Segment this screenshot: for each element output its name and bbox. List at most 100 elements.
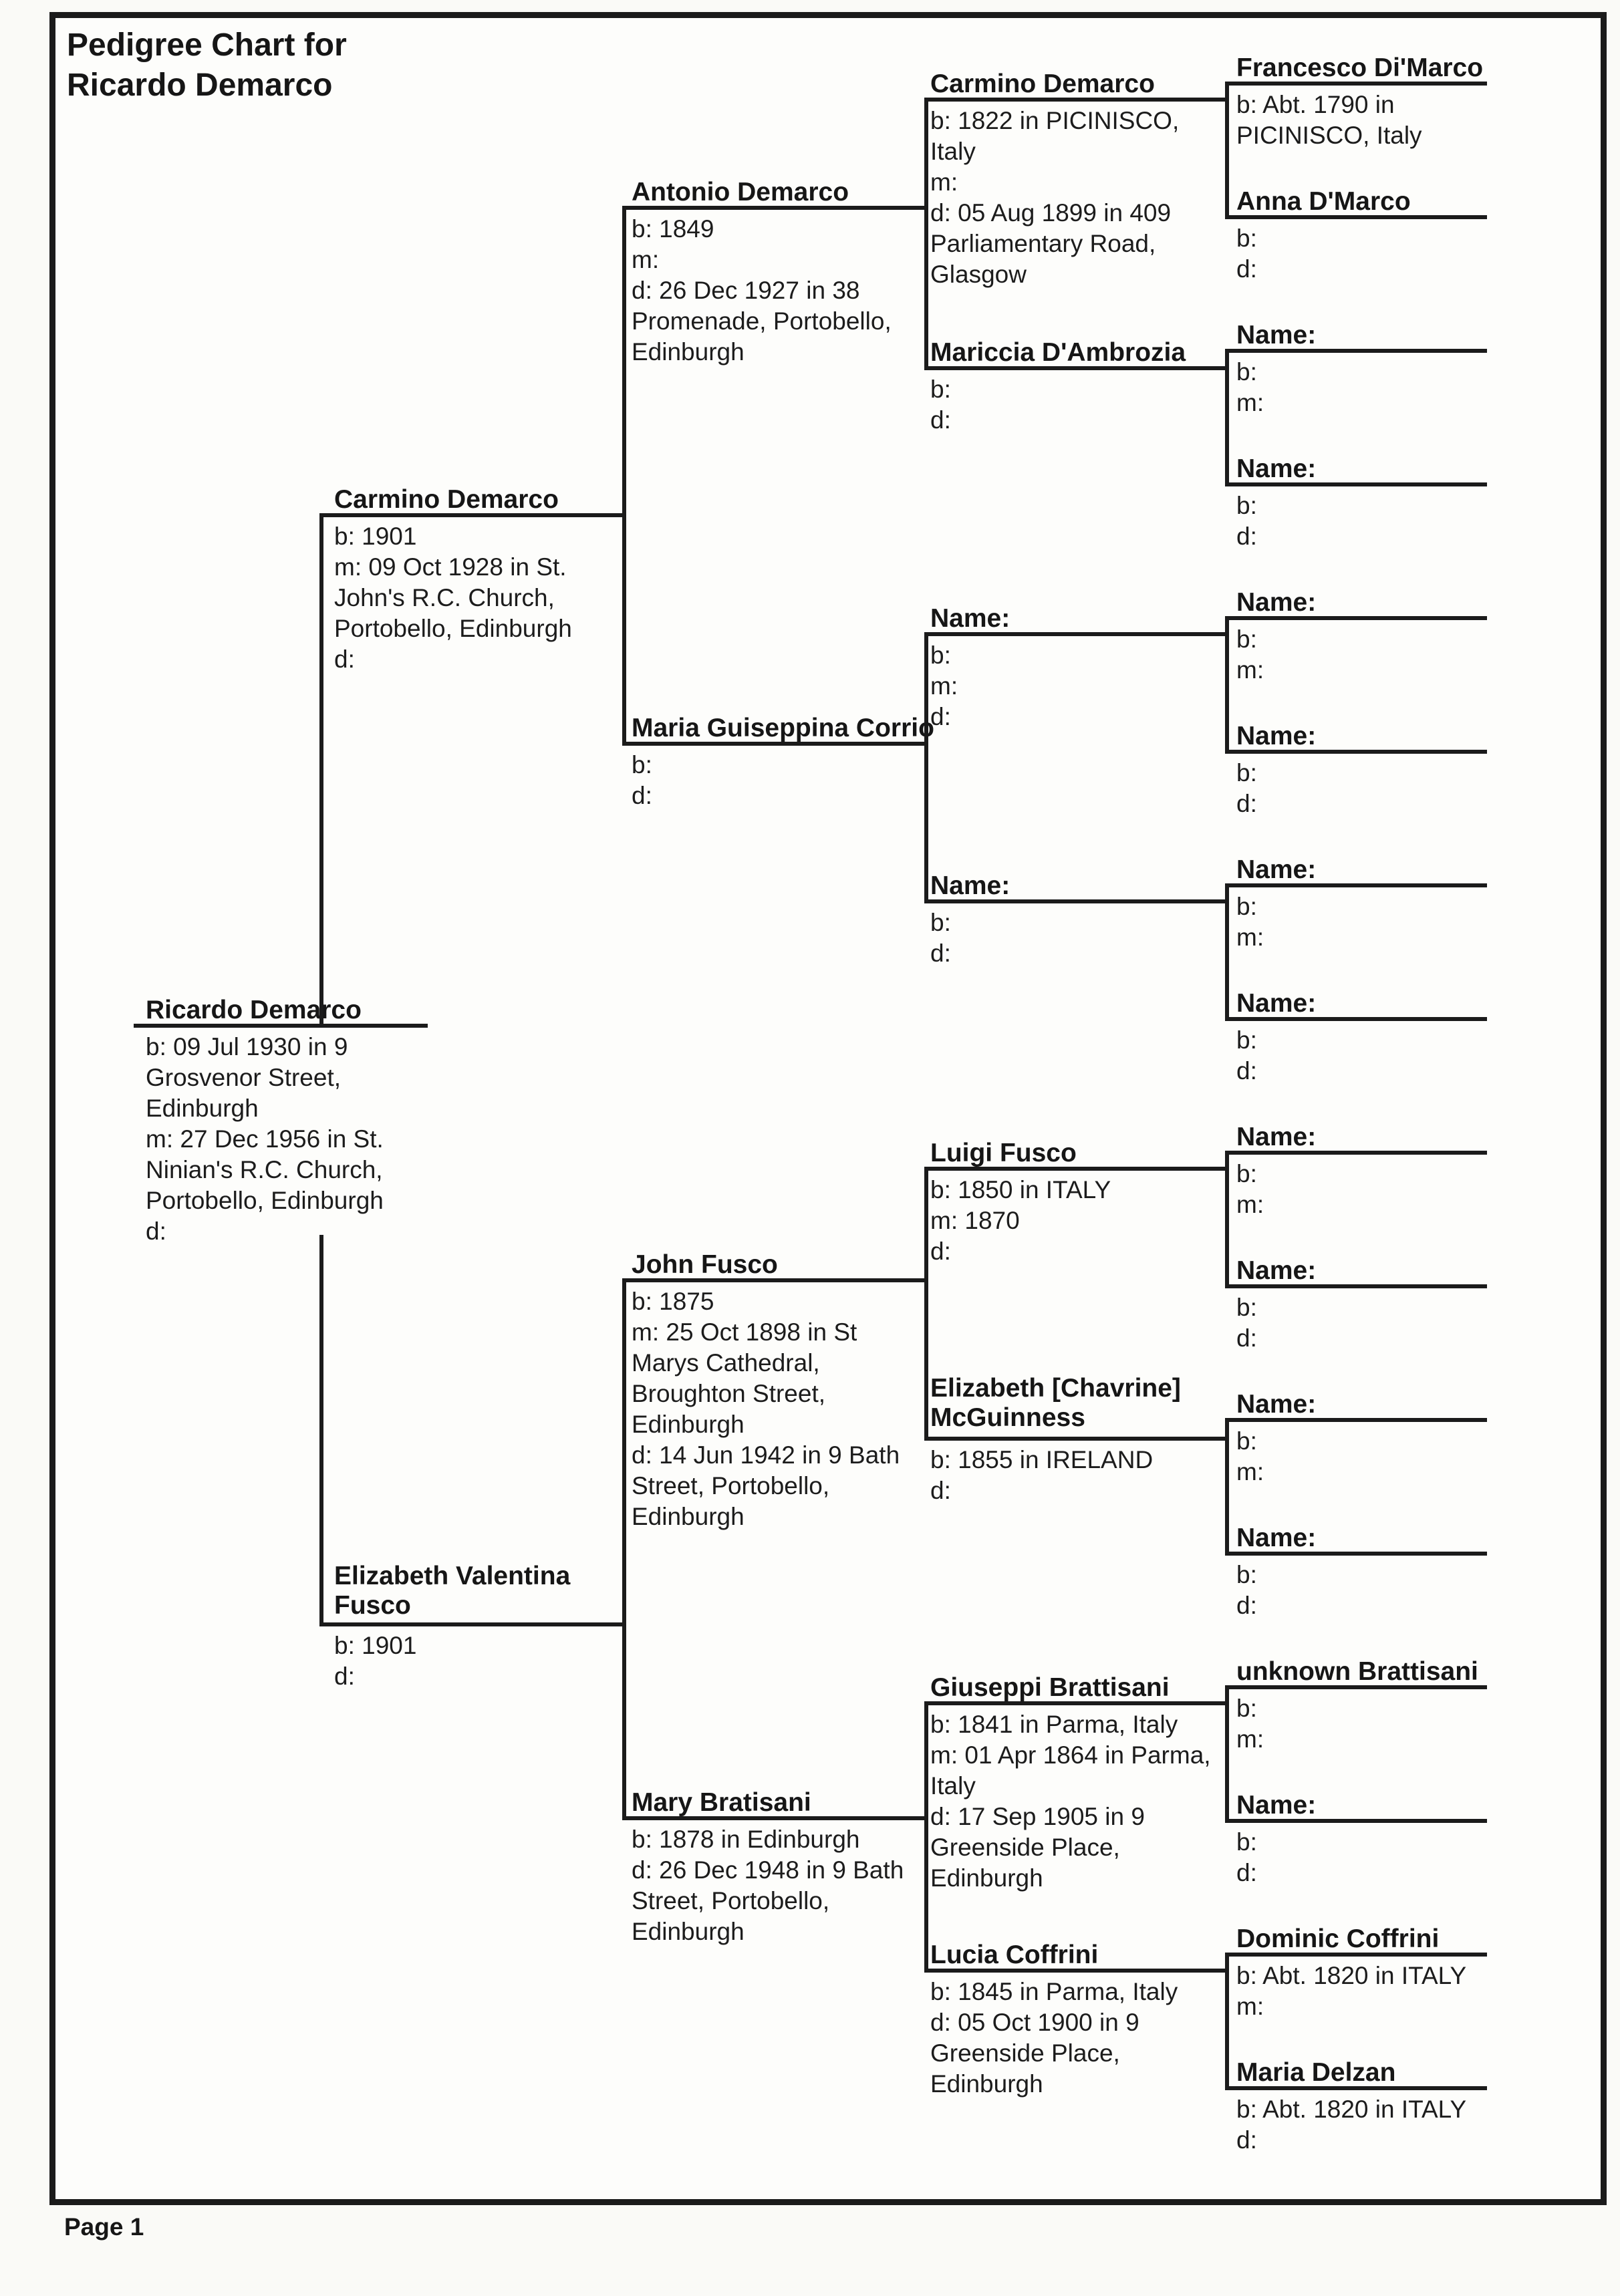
person-details-unknown-slot-7: b: m: (1236, 891, 1264, 953)
person-detail-line: d: (334, 1663, 355, 1690)
person-detail-line: b: 1901 (334, 1632, 417, 1659)
connector-line (924, 1701, 928, 1969)
connector-line (1225, 1151, 1229, 1284)
person-detail-line: m: (1236, 923, 1264, 951)
person-name-line: Mary Bratisani (632, 1788, 811, 1817)
page-border (49, 12, 1607, 2205)
person-name-unknown-slot-4: Name: (1236, 454, 1316, 484)
person-name-unknown-slot-11: Name: (1236, 1390, 1316, 1419)
person-detail-line: Promenade, Portobello, (632, 307, 892, 335)
person-detail-line: d: (1236, 1324, 1257, 1352)
person-name-line: Lucia Coffrini (930, 1941, 1099, 1969)
person-detail-line: b: (1236, 1427, 1257, 1455)
person-detail-line: b: 1850 in ITALY (930, 1176, 1111, 1203)
person-name-line: Name: (1236, 855, 1317, 884)
person-name-unknown-slot-14: Name: (1236, 1791, 1316, 1820)
name-underline-maria-guiseppina-corrio (622, 742, 928, 746)
connector-line (1225, 1685, 1229, 1819)
person-name-corrio-father-unknown: Name: (930, 604, 1010, 633)
person-details-unknown-slot-4: b:d: (1236, 490, 1257, 552)
person-detail-line: m: 25 Oct 1898 in St (632, 1318, 857, 1346)
name-underline-anna-dmarco (1225, 215, 1487, 219)
person-detail-line: Street, Portobello, (632, 1887, 830, 1914)
name-underline-unknown-slot-6 (1225, 750, 1487, 754)
connector-line (1225, 1953, 1229, 2086)
person-name-unknown-slot-7: Name: (1236, 855, 1316, 885)
person-detail-line: d: (1236, 790, 1257, 817)
connector-line (924, 98, 928, 366)
person-detail-line: m: (1236, 1993, 1264, 2020)
person-detail-line: Italy (930, 1772, 976, 1800)
person-name-unknown-slot-3: Name: (1236, 321, 1316, 350)
connector-line (319, 513, 323, 1024)
person-name-line: Giuseppi Brattisani (930, 1673, 1170, 1702)
name-underline-elizabeth-valentina-fusco (319, 1622, 626, 1626)
person-detail-line: b: (930, 909, 951, 936)
person-detail-line: b: (1236, 1294, 1257, 1321)
person-name-unknown-slot-8: Name: (1236, 989, 1316, 1018)
person-details-corrio-father-unknown: b:m:d: (930, 640, 958, 732)
person-detail-line: d: 14 Jun 1942 in 9 Bath (632, 1441, 900, 1469)
name-underline-mary-bratisani (622, 1816, 928, 1820)
person-name-giuseppi-brattisani: Giuseppi Brattisani (930, 1673, 1170, 1703)
person-detail-line: m: 1870 (930, 1207, 1020, 1234)
person-detail-line: d: 26 Dec 1948 in 9 Bath (632, 1856, 904, 1884)
person-name-unknown-slot-9: Name: (1236, 1123, 1316, 1152)
person-detail-line: b: (1236, 625, 1257, 653)
person-name-line: Francesco Di'Marco (1236, 53, 1484, 82)
person-name-maria-guiseppina-corrio: Maria Guiseppina Corrio (632, 714, 934, 743)
person-name-ricardo-demarco: Ricardo Demarco (146, 996, 362, 1025)
person-name-line: Maria Guiseppina Corrio (632, 714, 934, 742)
person-detail-line: b: Abt. 1790 in (1236, 91, 1395, 118)
connector-line (1225, 82, 1229, 215)
person-detail-line: b: (1236, 1160, 1257, 1187)
person-name-line: Antonio Demarco (632, 178, 849, 206)
person-name-unknown-slot-10: Name: (1236, 1256, 1316, 1286)
person-detail-line: Edinburgh (632, 338, 745, 366)
person-name-francesco-dimarco: Francesco Di'Marco (1236, 53, 1483, 83)
person-name-mary-bratisani: Mary Bratisani (632, 1788, 811, 1818)
person-detail-line: d: (930, 703, 951, 730)
person-detail-line: b: (1236, 893, 1257, 920)
chart-title: Pedigree Chart for Ricardo Demarco (67, 25, 347, 106)
person-detail-line: Greenside Place, (930, 2039, 1120, 2067)
person-details-unknown-slot-5: b:m: (1236, 624, 1264, 686)
person-name-line: Name: (930, 604, 1010, 633)
connector-line (622, 206, 626, 742)
person-detail-line: Edinburgh (632, 1918, 745, 1945)
person-detail-line: Glasgow (930, 261, 1027, 288)
connector-line (1225, 1418, 1229, 1552)
person-name-unknown-slot-6: Name: (1236, 722, 1316, 751)
page-number: Page 1 (64, 2213, 144, 2241)
connector-line (1225, 349, 1229, 482)
person-name-unknown-brattisani: unknown Brattisani (1236, 1657, 1478, 1687)
person-detail-line: Edinburgh (632, 1503, 745, 1530)
name-underline-unknown-slot-3 (1225, 349, 1487, 353)
name-underline-unknown-slot-12 (1225, 1552, 1487, 1556)
person-detail-line: d: (632, 782, 652, 809)
person-name-anna-dmarco: Anna D'Marco (1236, 187, 1411, 217)
person-details-mariccia-dambrozia: b:d: (930, 374, 951, 436)
person-details-unknown-slot-14: b:d: (1236, 1827, 1257, 1888)
name-underline-francesco-dimarco (1225, 82, 1487, 86)
person-detail-line: b: 09 Jul 1930 in 9 (146, 1033, 348, 1060)
chart-title-line-1: Pedigree Chart for (67, 27, 347, 63)
name-underline-unknown-slot-10 (1225, 1284, 1487, 1288)
person-name-mariccia-dambrozia: Mariccia D'Ambrozia (930, 338, 1186, 368)
person-detail-line: d: 05 Oct 1900 in 9 (930, 2009, 1139, 2036)
person-detail-line: d: (930, 406, 951, 434)
person-detail-line: b: 1841 in Parma, Italy (930, 1711, 1178, 1738)
name-underline-unknown-brattisani (1225, 1685, 1487, 1689)
name-underline-maria-delzan (1225, 2086, 1487, 2090)
person-detail-line: m: 27 Dec 1956 in St. (146, 1125, 384, 1153)
name-underline-dominic-coffrini (1225, 1953, 1487, 1957)
name-underline-elizabeth-chavrine-mcguinness (924, 1437, 1229, 1441)
name-underline-unknown-slot-4 (1225, 482, 1487, 486)
person-detail-line: d: (930, 1477, 951, 1504)
